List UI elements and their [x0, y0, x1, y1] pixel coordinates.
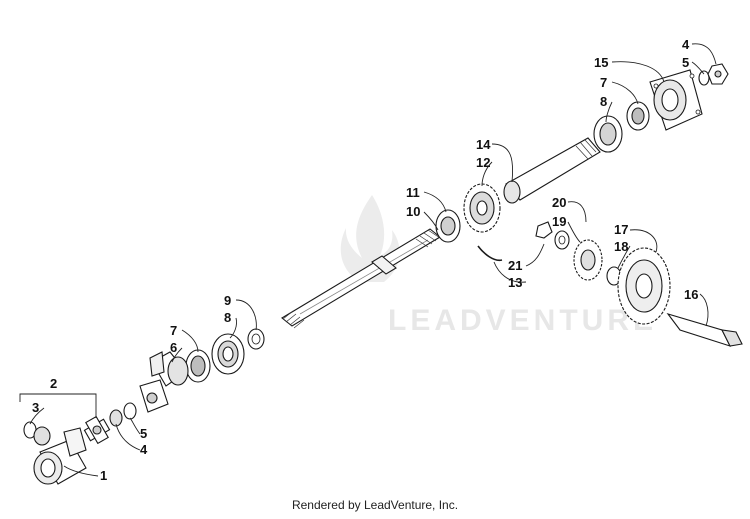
washer-4-low — [109, 409, 123, 427]
spacer-21 — [535, 221, 570, 250]
callout-19: 19 — [552, 214, 566, 229]
leader-lines — [19, 43, 717, 477]
watermark-text: LEADVENTURE — [388, 304, 657, 337]
callout-3: 3 — [32, 400, 39, 415]
callout-17: 17 — [614, 222, 628, 237]
callout-9: 9 — [224, 293, 231, 308]
shaft-16 — [666, 313, 743, 347]
yoke-6 — [139, 351, 189, 413]
callout-4-low: 4 — [140, 442, 148, 457]
shaft-14 — [503, 137, 601, 204]
callout-10: 10 — [406, 204, 420, 219]
bearing-8-top — [593, 115, 623, 153]
callout-1: 1 — [100, 468, 107, 483]
callout-2: 2 — [50, 376, 57, 391]
callout-15: 15 — [594, 55, 608, 70]
callout-14: 14 — [476, 137, 491, 152]
callout-8-top: 8 — [600, 94, 607, 109]
callout-7-top: 7 — [600, 75, 607, 90]
callout-5-top: 5 — [682, 55, 689, 70]
bearing-caps-3 — [23, 421, 51, 446]
callout-5-low: 5 — [140, 426, 147, 441]
callout-12: 12 — [476, 155, 490, 170]
ring-5-low — [123, 402, 137, 420]
callout-6: 6 — [170, 340, 177, 355]
gear-12 — [463, 183, 501, 233]
bearing-8-mid — [211, 333, 245, 375]
callout-labels: 4 5 15 7 8 14 12 11 10 20 19 17 18 21 13… — [32, 37, 698, 483]
washer-9-hole — [251, 333, 261, 345]
callout-13: 13 — [508, 275, 522, 290]
callout-21: 21 — [508, 258, 522, 273]
callout-8-mid: 8 — [224, 310, 231, 325]
seal-7-top — [626, 101, 650, 131]
u-joint-cross — [83, 415, 111, 445]
washer-5-top — [698, 70, 710, 86]
callout-20: 20 — [552, 195, 566, 210]
yoke-1 — [33, 427, 87, 485]
hub-flange-15 — [649, 69, 703, 131]
gear-17 — [617, 247, 671, 325]
bearing-11 — [435, 209, 461, 243]
nut-4-top — [707, 63, 729, 85]
callout-11: 11 — [406, 185, 420, 200]
callout-18: 18 — [614, 239, 628, 254]
gear-19 — [573, 239, 603, 281]
callout-7-mid: 7 — [170, 323, 177, 338]
callout-4-top: 4 — [682, 37, 690, 52]
render-credit-footer: Rendered by LeadVenture, Inc. — [291, 498, 459, 512]
seal-7-mid — [185, 349, 211, 383]
snap-ring-13 — [477, 245, 503, 262]
callout-16: 16 — [684, 287, 698, 302]
